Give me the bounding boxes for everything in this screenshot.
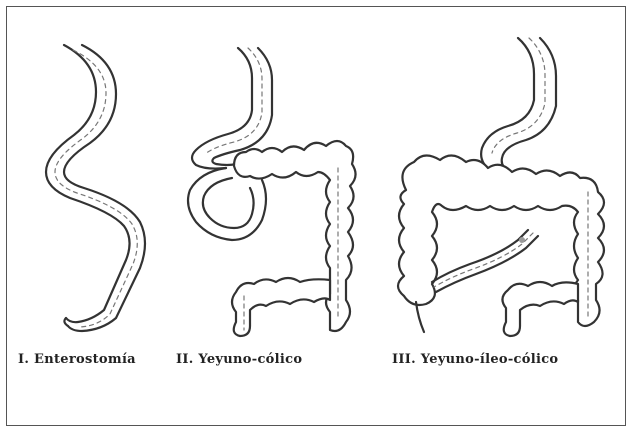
panel-2-jejunum-inner: [212, 48, 272, 165]
panel-3-rectum: [502, 282, 578, 336]
panel-3-anastomosis-mark: [519, 237, 525, 243]
panel-1-enterostomy-drawing: [46, 45, 145, 331]
panel-2-caption: II. Yeyuno-cólico: [176, 352, 302, 367]
panel-3-jejunoileocolic-drawing: [398, 38, 604, 336]
panel-1-intestine-outer-wall: [46, 45, 130, 322]
panel-3-appendix: [416, 302, 424, 332]
panel-2-jejunum-outer: [192, 48, 252, 169]
panel-2-jejunal-loop-inner: [203, 178, 254, 228]
panel-2-rectum: [232, 278, 330, 336]
panel-3-caption: III. Yeyuno-íleo-cólico: [392, 352, 558, 367]
panel-2-jejunocolic-drawing: [188, 48, 356, 336]
panel-1-intestine-inner-wall: [64, 45, 145, 331]
panel-1-caption: I. Enterostomía: [18, 352, 136, 367]
panel-3-jejunum-outer: [481, 38, 534, 180]
panel-3-jejunum-inner: [502, 38, 556, 173]
